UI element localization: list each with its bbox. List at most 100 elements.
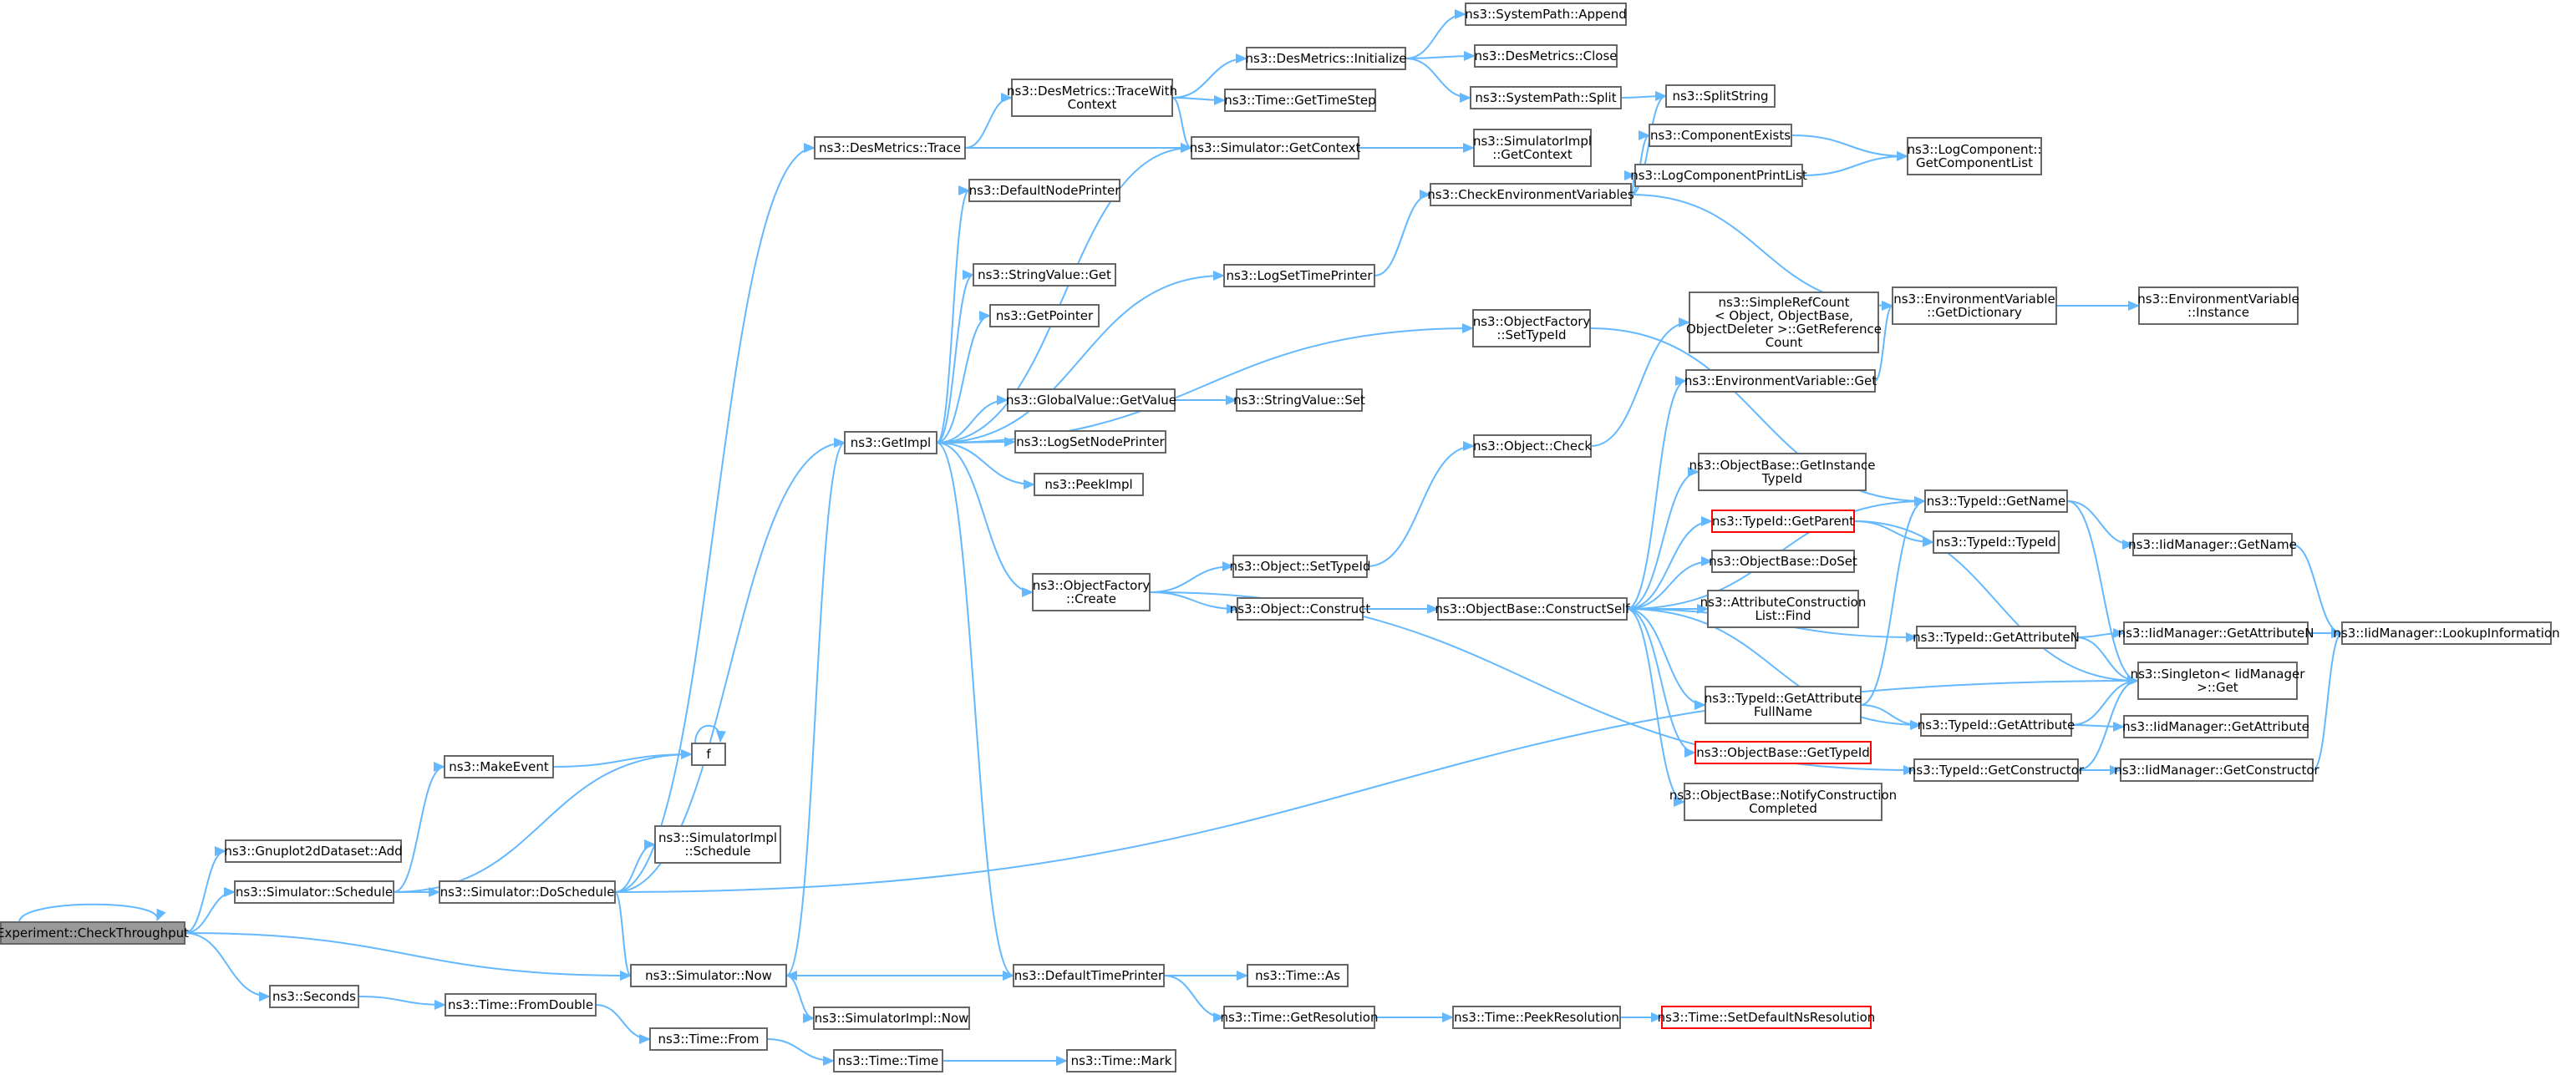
function-node-box[interactable] (1924, 489, 2068, 513)
function-node[interactable]: ns3::EnvironmentVariable::Instance (2137, 286, 2299, 325)
function-node-box[interactable] (973, 263, 1116, 286)
function-node[interactable]: ns3::Time::PeekResolution (1452, 1006, 1621, 1029)
function-node-box[interactable] (1237, 597, 1364, 621)
function-node-box[interactable] (1013, 964, 1165, 987)
function-node-box[interactable] (814, 136, 966, 160)
function-node[interactable]: ns3::Simulator::Now (630, 964, 787, 987)
function-node[interactable]: ns3::TypeId::GetParent (1711, 510, 1855, 533)
function-node[interactable]: Experiment::CheckThroughput (0, 921, 189, 945)
function-node-box[interactable] (630, 964, 787, 987)
function-node-box[interactable] (1665, 84, 1776, 108)
function-node[interactable]: ns3::ObjectFactory::Create (1032, 573, 1151, 611)
function-node[interactable]: ns3::TypeId::GetAttributeN (1913, 626, 2080, 649)
function-node-box[interactable] (445, 993, 597, 1017)
function-node-box[interactable] (654, 825, 781, 864)
function-node[interactable]: ns3::Object::SetTypeId (1230, 555, 1371, 578)
function-node-box[interactable] (444, 755, 554, 778)
function-node[interactable]: ns3::ObjectBase::GetTypeId (1694, 741, 1872, 764)
function-node-box[interactable] (1066, 1049, 1176, 1072)
function-node-box[interactable] (968, 179, 1120, 202)
function-node-box[interactable] (1191, 136, 1359, 160)
function-node-box[interactable] (1236, 388, 1363, 412)
function-node[interactable]: ns3::DesMetrics::Trace (814, 136, 966, 160)
function-node[interactable]: ns3::ObjectBase::ConstructSelf (1435, 597, 1630, 621)
function-node[interactable]: ns3::SimulatorImpl::Schedule (654, 825, 781, 864)
function-node[interactable]: ns3::SystemPath::Split (1470, 86, 1622, 109)
function-node-box[interactable] (1465, 3, 1627, 26)
function-node-box[interactable] (1014, 430, 1166, 454)
function-node-box[interactable] (2123, 621, 2309, 645)
function-node-box[interactable] (1685, 369, 1876, 393)
function-node-box[interactable] (1232, 555, 1368, 578)
function-node[interactable]: ns3::Time::From (649, 1027, 768, 1051)
function-node-box[interactable] (225, 839, 402, 863)
function-node[interactable]: ns3::LogComponent::GetComponentList (1907, 137, 2042, 175)
function-node-box[interactable] (833, 1049, 943, 1072)
function-node[interactable]: ns3::SimulatorImpl::GetContext (1473, 129, 1592, 167)
function-node-box[interactable] (1034, 473, 1144, 496)
function-node[interactable]: ns3::DesMetrics::Close (1474, 44, 1618, 68)
function-node[interactable]: ns3::Time::Mark (1066, 1049, 1176, 1072)
function-node-box[interactable] (1223, 264, 1375, 287)
function-node-box[interactable] (2120, 758, 2314, 782)
function-node[interactable]: ns3::SimulatorImpl::Now (813, 1007, 970, 1030)
function-node-box[interactable] (1933, 530, 2060, 554)
function-node-box[interactable] (2137, 662, 2298, 700)
function-node[interactable]: ns3::EnvironmentVariable::Get (1684, 369, 1877, 393)
function-node[interactable]: ns3::ObjectBase::NotifyConstructionCompl… (1669, 783, 1897, 821)
function-node[interactable]: ns3::DefaultTimePrinter (1013, 964, 1165, 987)
function-node[interactable]: ns3::Simulator::DoSchedule (439, 880, 616, 904)
function-node[interactable]: ns3::TypeId::TypeId (1933, 530, 2060, 554)
function-node[interactable]: ns3::StringValue::Get (973, 263, 1116, 286)
function-node-box[interactable] (269, 985, 359, 1008)
function-node[interactable]: ns3::LogComponentPrintList (1630, 164, 1807, 187)
function-node[interactable]: ns3::Time::SetDefaultNsResolution (1658, 1006, 1876, 1029)
function-node-box[interactable] (1247, 964, 1349, 987)
function-node[interactable]: ns3::SystemPath::Append (1465, 3, 1627, 26)
function-node[interactable]: ns3::SplitString (1665, 84, 1776, 108)
function-node-box[interactable] (1007, 388, 1176, 412)
function-node[interactable]: ns3::Simulator::GetContext (1190, 136, 1361, 160)
function-node-box[interactable] (0, 921, 185, 945)
function-node[interactable]: ns3::CheckEnvironmentVariables (1427, 183, 1634, 206)
function-node[interactable]: ns3::LogSetTimePrinter (1223, 264, 1375, 287)
function-node-box[interactable] (1689, 292, 1879, 353)
function-node-box[interactable] (1711, 550, 1855, 573)
function-node-box[interactable] (1473, 129, 1592, 167)
function-node[interactable]: ns3::GetImpl (844, 431, 937, 454)
function-node-box[interactable] (691, 743, 726, 766)
function-node[interactable]: ns3::StringValue::Set (1233, 388, 1365, 412)
function-node-box[interactable] (1711, 510, 1855, 533)
function-node-box[interactable] (1634, 164, 1803, 187)
function-node[interactable]: ns3::SimpleRefCount< Object, ObjectBase,… (1686, 292, 1882, 353)
function-node-box[interactable] (1916, 626, 2076, 649)
function-node-box[interactable] (1011, 79, 1173, 117)
function-node-box[interactable] (234, 880, 394, 904)
function-node-box[interactable] (2132, 533, 2293, 556)
function-node-box[interactable] (1920, 713, 2072, 737)
function-node[interactable]: ns3::EnvironmentVariable::GetDictionary (1892, 286, 2057, 325)
function-node-box[interactable] (1452, 1006, 1621, 1029)
function-node-box[interactable] (1913, 758, 2079, 782)
function-node-box[interactable] (1694, 741, 1872, 764)
function-node-box[interactable] (1430, 183, 1632, 206)
function-node[interactable]: ns3::MakeEvent (444, 755, 554, 778)
function-node-box[interactable] (1684, 783, 1882, 821)
function-node[interactable]: ns3::ObjectFactory::SetTypeId (1472, 309, 1591, 347)
function-node-box[interactable] (1223, 1006, 1375, 1029)
function-node-box[interactable] (1224, 89, 1376, 112)
function-node[interactable]: ns3::IidManager::GetAttribute (2122, 715, 2309, 738)
function-node-box[interactable] (1470, 86, 1622, 109)
function-node[interactable]: f (691, 743, 726, 766)
function-node-box[interactable] (1474, 44, 1618, 68)
function-node[interactable]: ns3::Simulator::Schedule (234, 880, 394, 904)
function-node-box[interactable] (989, 304, 1100, 327)
function-node[interactable]: ns3::IidManager::GetName (2128, 533, 2297, 556)
function-node[interactable]: ns3::IidManager::LookupInformation (2333, 621, 2560, 645)
function-node[interactable]: ns3::TypeId::GetConstructor (1908, 758, 2085, 782)
function-node[interactable]: ns3::DesMetrics::Initialize (1246, 47, 1407, 70)
function-node[interactable]: ns3::Time::FromDouble (445, 993, 597, 1017)
function-node[interactable]: ns3::IidManager::GetAttributeN (2118, 621, 2314, 645)
function-node-box[interactable] (1707, 590, 1859, 628)
function-node-box[interactable] (1246, 47, 1406, 70)
